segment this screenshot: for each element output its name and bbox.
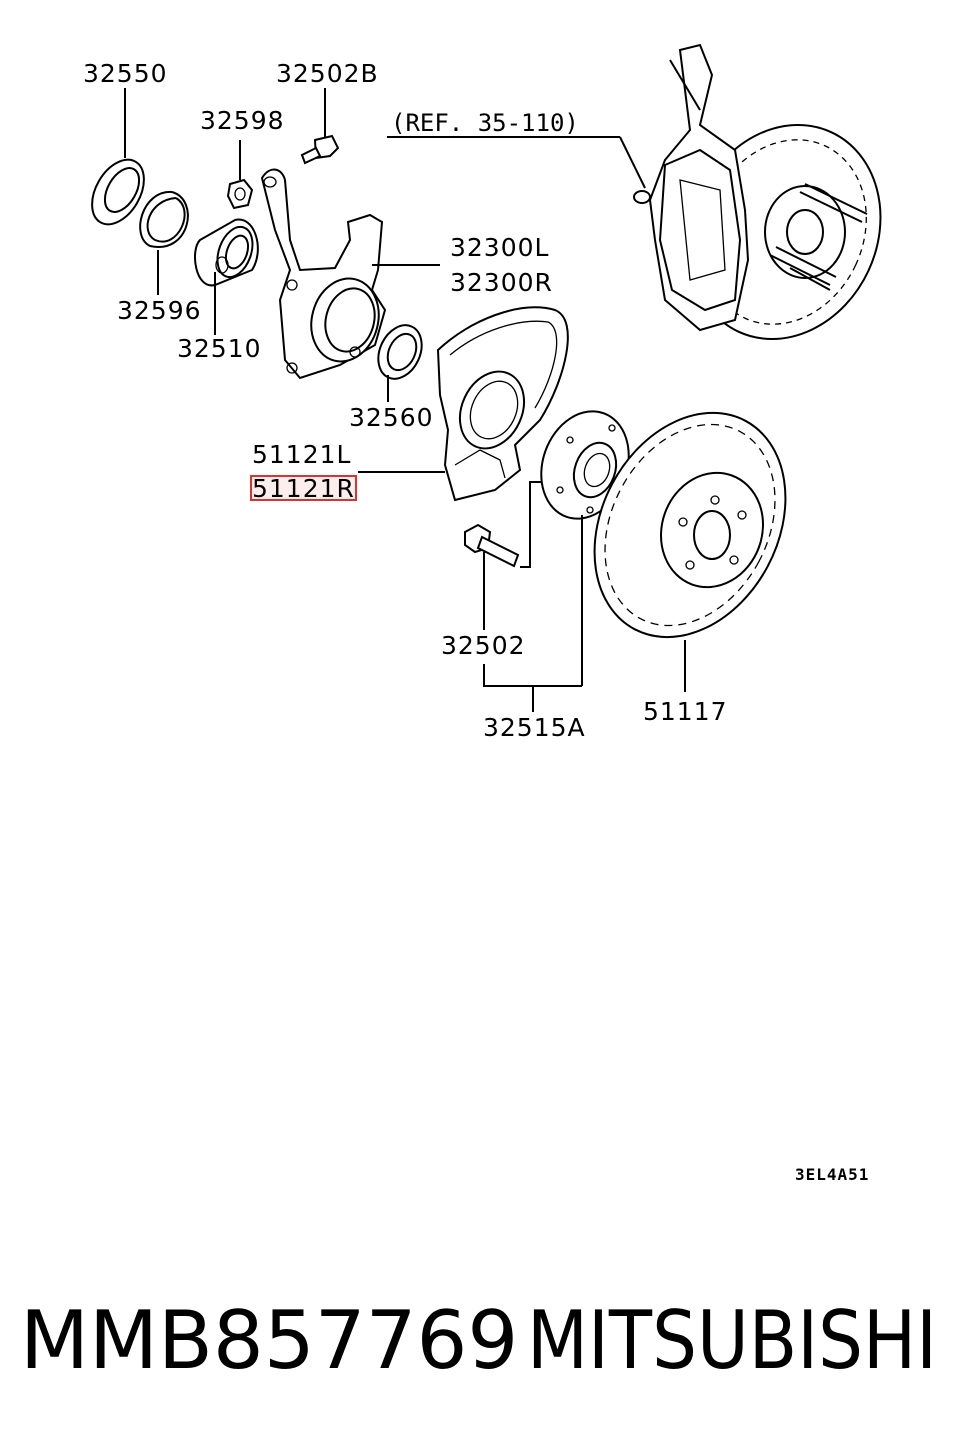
footer-brand: MITSUBISHI [527, 1294, 937, 1387]
dust-cover-51121-drawing [358, 306, 569, 502]
label-32560: 32560 [349, 403, 434, 432]
label-ref-35-110: (REF. 35-110) [391, 109, 579, 137]
highlight-box-51121R [250, 475, 357, 501]
footer-part-number: MMB857769 [20, 1294, 518, 1387]
snap-ring-32596-drawing [139, 190, 189, 295]
label-51121R[interactable]: 51121R [252, 474, 355, 503]
label-32502: 32502 [441, 631, 526, 660]
nut-32598-drawing [226, 140, 254, 210]
oil-seal-32550-drawing [91, 88, 145, 226]
label-32300L: 32300L [450, 233, 549, 262]
hub-bolt-32502-drawing [464, 481, 542, 630]
rotor-51117-drawing [593, 411, 787, 692]
bearing-32510-drawing [194, 218, 259, 335]
label-32550: 32550 [83, 59, 168, 88]
ref-leader-arrow [619, 136, 646, 189]
label-32502B: 32502B [276, 59, 379, 88]
bolt-32502B-drawing [300, 88, 340, 165]
label-32598: 32598 [200, 106, 285, 135]
seal-32560-drawing [377, 324, 423, 402]
label-51117: 51117 [643, 697, 728, 726]
label-32510: 32510 [177, 334, 262, 363]
bracket-32515A [483, 664, 582, 687]
label-32596: 32596 [117, 296, 202, 325]
knuckle-32300-drawing [260, 168, 440, 380]
label-32515A: 32515A [483, 713, 586, 742]
drawing-code: 3EL4A51 [795, 1165, 869, 1184]
label-32300R: 32300R [450, 268, 553, 297]
caliper-assembly-drawing [633, 43, 882, 341]
label-51121L: 51121L [252, 440, 351, 469]
